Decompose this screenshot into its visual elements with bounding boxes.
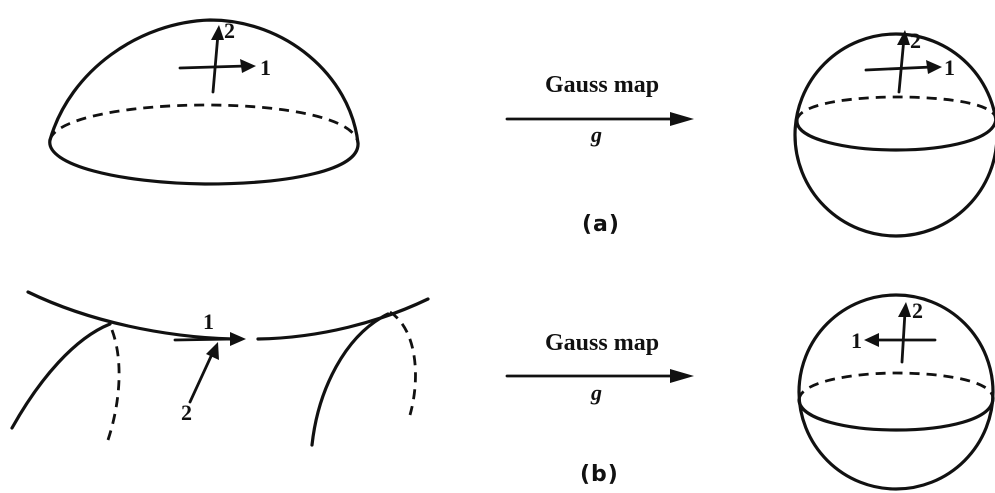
dome-axis-1-label: 1 [260,55,271,80]
panel-tag-b: (b) [580,462,619,487]
gauss-map-arrow-b [505,369,694,383]
sphere-b-axis-2-label: 2 [912,298,923,323]
saddle-top-curve [26,290,234,341]
sphere-a-tangent-frame [864,30,942,94]
sphere-b-tangent-frame [864,302,937,364]
sphere-a [793,32,995,238]
dome-tangent-frame [178,25,256,94]
saddle-axis-2-label: 2 [181,400,192,425]
saddle-axis-1-label: 1 [203,309,214,334]
sphere-b-axis-1-label: 1 [851,328,862,353]
gauss-map-label-b: Gauss map [545,330,660,356]
gauss-map-symbol-a: g [591,122,602,147]
dome-base-front [48,138,360,186]
saddle-tangent-frame [173,332,246,404]
saddle-surface [10,290,430,447]
panel-tag-a: (a) [582,212,620,237]
sphere-a-axis-2-label: 2 [910,28,921,53]
dome-axis-2-label: 2 [224,18,235,43]
saddle-right-fold [310,312,390,447]
gauss-map-label-a: Gauss map [545,72,660,98]
sphere-b [797,293,995,491]
sphere-a-axis-1-label: 1 [944,55,955,80]
saddle-left-fold [10,322,112,430]
dome-outline [48,18,360,145]
dome-base-back [48,103,360,144]
dome-surface [48,18,360,186]
gauss-map-symbol-b: g [591,380,602,405]
gauss-map-arrow-a [505,112,694,126]
